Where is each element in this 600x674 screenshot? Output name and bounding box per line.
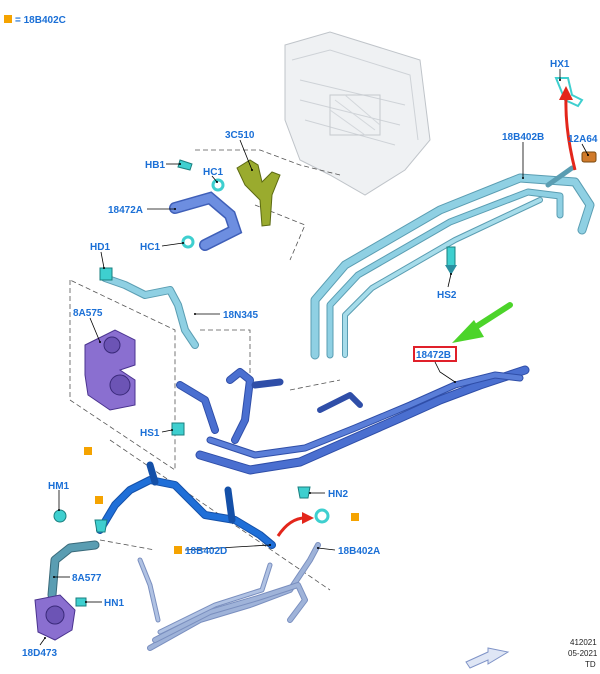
red-arrow-top bbox=[559, 86, 577, 171]
label-18472B: 18472B bbox=[416, 350, 451, 361]
footer-initials: TD bbox=[585, 660, 596, 669]
clip-HC1-bottom bbox=[181, 235, 195, 249]
hose-8A577 bbox=[47, 540, 100, 600]
label-18472A: 18472A bbox=[108, 205, 143, 216]
label-18B402B: 18B402B bbox=[502, 132, 544, 143]
hose-18472A bbox=[169, 191, 243, 251]
label-12A64: 12A64 bbox=[568, 134, 598, 145]
marker-18B402C-2 bbox=[95, 496, 103, 504]
sensor-12A64 bbox=[581, 151, 597, 163]
red-arrow-middle bbox=[276, 512, 314, 537]
leader-lines bbox=[39, 69, 590, 646]
hose-18B402A bbox=[137, 542, 321, 651]
clip-HN2 bbox=[297, 486, 311, 499]
pump-18D473 bbox=[34, 594, 76, 641]
label-HS1: HS1 bbox=[140, 428, 160, 439]
hose-18B402D bbox=[96, 461, 276, 549]
label-18B402A: 18B402A bbox=[338, 546, 380, 557]
marker-18B402C-3 bbox=[351, 513, 359, 521]
clip-HD1 bbox=[99, 267, 113, 281]
highlight-box-18472B bbox=[413, 346, 457, 362]
clip-HS2 bbox=[445, 246, 457, 275]
clip-HS1 bbox=[171, 422, 185, 436]
label-3C510: 3C510 bbox=[225, 130, 255, 141]
label-HB1: HB1 bbox=[145, 160, 165, 171]
label-HM1: HM1 bbox=[48, 481, 70, 492]
hose-18N345 bbox=[101, 274, 199, 349]
hvac-unit bbox=[284, 31, 431, 196]
label-HX1: HX1 bbox=[550, 59, 570, 70]
bracket-3C510 bbox=[236, 159, 281, 227]
label-HC1-bottom: HC1 bbox=[140, 242, 160, 253]
pump-8A575 bbox=[84, 329, 136, 411]
label-18N345: 18N345 bbox=[223, 310, 258, 321]
label-HN2: HN2 bbox=[328, 489, 348, 500]
view-direction-arrow bbox=[465, 647, 510, 669]
label-HN1: HN1 bbox=[104, 598, 124, 609]
marker-18B402C-1 bbox=[84, 447, 92, 455]
label-8A575: 8A575 bbox=[73, 308, 103, 319]
legend-text: = 18B402C bbox=[15, 15, 66, 26]
label-HC1-top: HC1 bbox=[203, 167, 223, 178]
footer-date: 05-2021 bbox=[568, 649, 598, 658]
hose-18B402B bbox=[310, 165, 595, 360]
footer-code: 412021 bbox=[570, 638, 597, 647]
label-8A577: 8A577 bbox=[72, 573, 102, 584]
clip-HM1 bbox=[53, 509, 67, 523]
label-18B402D: 18B402D bbox=[185, 546, 227, 557]
clip-hose-start bbox=[94, 519, 108, 533]
label-HD1: HD1 bbox=[90, 242, 110, 253]
marker-18B402C-4 bbox=[174, 546, 182, 554]
clip-HC1-top bbox=[211, 178, 225, 192]
clip-HB1 bbox=[177, 159, 193, 171]
label-HS2: HS2 bbox=[437, 290, 457, 301]
legend-marker bbox=[4, 15, 12, 23]
green-arrow bbox=[452, 302, 513, 343]
hose-18472B bbox=[176, 365, 530, 475]
clip-HN1 bbox=[75, 597, 87, 607]
clip-ring-right bbox=[314, 508, 330, 524]
label-18D473: 18D473 bbox=[22, 648, 57, 659]
